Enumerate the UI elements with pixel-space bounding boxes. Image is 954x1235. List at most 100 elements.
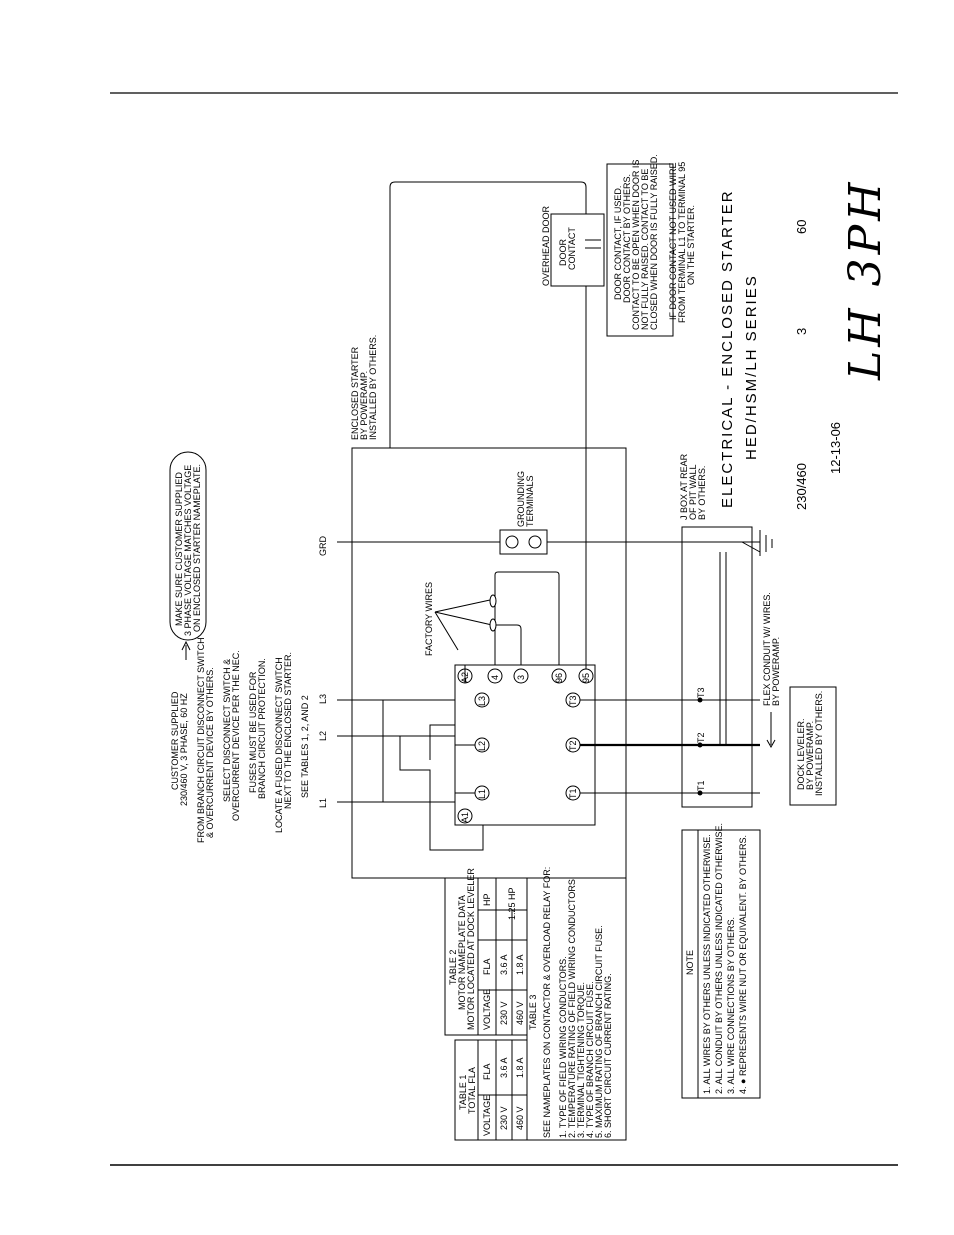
factory-wire-leader — [434, 611, 493, 626]
date-value: 12-13-06 — [828, 422, 843, 474]
table2-cell: 460 V — [515, 1001, 525, 1025]
phase-value: 3 — [794, 328, 809, 335]
factory-wire-loop — [494, 571, 560, 665]
table2-header-fla: FLA — [482, 958, 492, 975]
door-note-line: FROM TERMINAL L1 TO TERMINAL 95 — [677, 162, 687, 323]
table3-box — [526, 877, 627, 1141]
door-note-line: ON THE STARTER. — [686, 205, 696, 285]
overhead-door-label: OVERHEAD DOOR — [541, 205, 551, 286]
terminal-l3 — [474, 692, 490, 708]
door-wire-corner — [389, 181, 396, 188]
terminal-96 — [551, 668, 567, 684]
door-contact-note-box — [606, 163, 674, 337]
voltage-note-line-2: 3 PHASE VOLTAGE MATCHES VOLTAGE — [183, 465, 193, 636]
table2-cell: 1.8 A — [515, 954, 525, 975]
table3-item: 4. TYPE OF BRANCH CIRCUIT FUSE. — [585, 981, 595, 1138]
customer-note-line: BRANCH CIRCUIT PROTECTION. — [257, 658, 267, 799]
door-note-line: CLOSED WHEN DOOR IS FULLY RAISED. — [649, 154, 659, 330]
line-label-l3: L3 — [318, 694, 328, 704]
table2-title-1: TABLE 2 — [448, 950, 458, 985]
table1-header-voltage: VOLTAGE — [482, 1095, 492, 1136]
customer-note-line: FROM BRANCH CIRCUIT DISCONNECT SWITCH — [196, 637, 206, 843]
factory-wires-label: FACTORY WIRES — [424, 582, 434, 656]
note-item: 4. ● REPRESENTS WIRE NUT OR EQUIVALENT. … — [738, 835, 748, 1094]
voltage-note-line-3: ON ENCLOSED STARTER NAMEPLATE. — [192, 464, 202, 632]
factory-wire-leader — [434, 599, 491, 613]
table1-cell: 3.6 A — [499, 1057, 509, 1078]
door-wire-top — [395, 181, 587, 214]
grd-label: GRD — [318, 536, 328, 557]
motor-term-t3: T3 — [696, 687, 706, 698]
internal-wire-c — [429, 724, 455, 760]
dock-leveler-label-2: BY POWERAMP. — [805, 721, 815, 790]
terminal-l3-label: L3 — [477, 696, 487, 706]
grounding-terminal — [505, 535, 519, 549]
customer-supplied-note: CUSTOMER SUPPLIED 230/460 V, 3 PHASE, 60… — [170, 637, 310, 843]
motor-term-t2: T2 — [696, 732, 706, 743]
door-note-line: DOOR CONTACT BY OTHERS. — [622, 174, 632, 303]
terminal-3-label: 3 — [516, 675, 526, 680]
door-note-line: NOT FULLY RAISED. CONTACT TO BE — [640, 169, 650, 330]
door-contact-label-1: DOOR — [558, 238, 568, 266]
table3-item: 1. TYPE OF FIELD WIRING CONDUCTORS. — [558, 956, 568, 1138]
wire-nut-dot — [697, 697, 703, 703]
terminal-l2-label: L2 — [477, 741, 487, 751]
customer-note-line: CUSTOMER SUPPLIED — [170, 691, 180, 790]
terminal-l2 — [474, 737, 490, 753]
table2-title-2: MOTOR NAMEPLATE DATA — [457, 895, 467, 1010]
table3-title: TABLE 3 — [528, 995, 538, 1030]
table2-header-voltage: VOLTAGE — [482, 989, 492, 1030]
table2-title-3: MOTOR LOCATED AT DOCK LEVELER — [466, 868, 476, 1030]
jbox-label-3: BY OTHERS. — [697, 466, 707, 520]
ground-lead — [741, 541, 761, 553]
table3-item: 2. TEMPERATURE RATING OF FIELD WIRING CO… — [567, 877, 577, 1138]
voltage-note-line-1: MAKE SURE CUSTOMER SUPPLIED — [174, 472, 184, 626]
enclosed-starter-label-1: ENCLOSED STARTER — [350, 346, 360, 440]
factory-wire-splice — [489, 594, 497, 608]
table3-item: 3. TERMINAL TIGHTENING TORQUE. — [576, 982, 586, 1138]
terminal-t3-label: T3 — [568, 695, 578, 706]
terminal-t1-label: T1 — [568, 788, 578, 799]
terminal-t2-label: T2 — [568, 740, 578, 751]
table3-item: 5. MAXIMUM RATING OF BRANCH CIRCUIT FUSE… — [594, 925, 604, 1138]
wire-nut-dot — [697, 790, 703, 796]
table1-title-1: TABLE 1 — [458, 1075, 468, 1110]
customer-note-line: SELECT DISCONNECT SWITCH & — [222, 659, 232, 802]
customer-note-line: OVERCURRENT DEVICE PER THE NEC. — [231, 650, 241, 821]
note-arrow-head — [181, 640, 191, 651]
table1-title-2: TOTAL FLA — [467, 1067, 477, 1114]
customer-note-line: & OVERCURRENT DEVICE BY OTHERS. — [205, 667, 215, 838]
door-contact-note: DOOR CONTACT, IF USED. DOOR CONTACT BY O… — [613, 154, 696, 330]
table2-hp-value: 1.25 HP — [507, 887, 517, 920]
terminal-a1-label: A1 — [460, 812, 470, 823]
terminal-4 — [487, 668, 503, 684]
terminal-95-label: 95 — [581, 673, 591, 683]
line-label-l2: L2 — [318, 731, 328, 741]
wire-nut-dot — [697, 742, 703, 748]
door-note-line: IF DOOR CONTACT NOT USED WIRE — [668, 162, 678, 320]
door-note-line: DOOR CONTACT, IF USED. — [613, 186, 623, 300]
dock-leveler-label-3: INSTALLED BY OTHERS. — [814, 691, 824, 796]
flex-conduit-label-1: FLEX CONDUIT W/ WIRES. — [762, 592, 772, 706]
note-box — [681, 829, 761, 1099]
table3-item: 6. SHORT CIRCUIT CURRENT RATING. — [603, 973, 613, 1138]
terminal-3 — [513, 668, 529, 684]
table1-cell: 230 V — [499, 1106, 509, 1130]
dock-leveler-box — [789, 686, 837, 806]
terminal-a1 — [457, 808, 473, 824]
overhead-door-box — [550, 213, 605, 287]
customer-note-line: 230/460 V, 3 PHASE, 60 HZ — [179, 693, 189, 806]
internal-wire-b — [399, 736, 484, 851]
grounding-label-1: GROUNDING — [516, 471, 526, 527]
flex-conduit-arrow — [766, 739, 776, 749]
table1-header-fla: FLA — [482, 1063, 492, 1080]
voltage-value: 230/460 — [794, 463, 809, 510]
table2-header-hp: HP — [482, 893, 492, 906]
grounding-terminal — [528, 535, 542, 549]
factory-wire-leader — [434, 611, 459, 651]
customer-note-line: SEE TABLES 1, 2, AND 2 — [300, 695, 310, 798]
hz-value: 60 — [794, 220, 809, 234]
customer-note-line: FUSES MUST BE USED FOR — [248, 671, 258, 793]
j-box — [681, 526, 753, 808]
